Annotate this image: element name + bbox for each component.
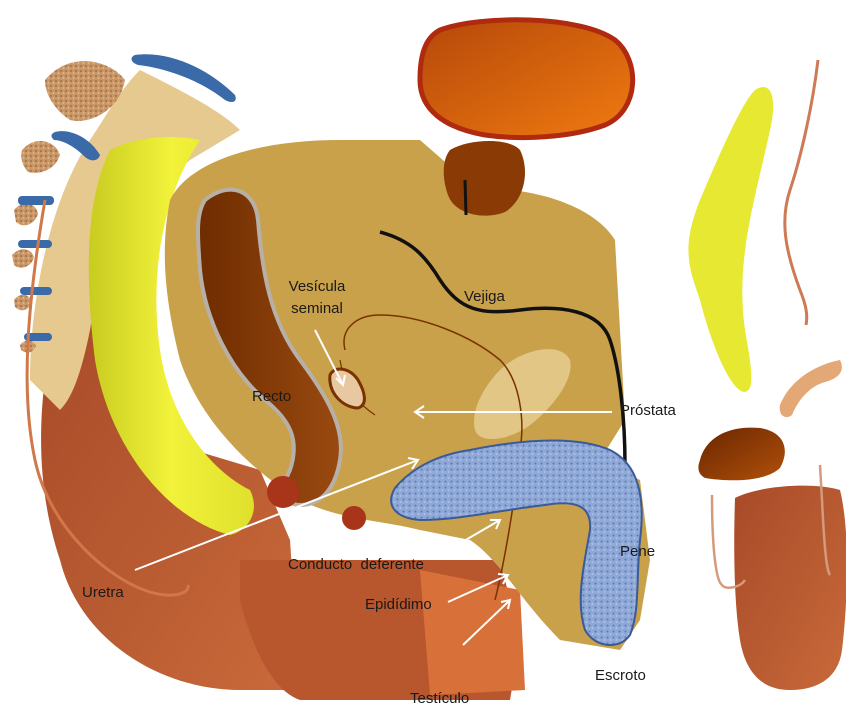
right-thin-line [785,60,818,325]
bladder-neck [444,141,525,216]
disc-5 [20,287,52,295]
bladder [420,20,633,138]
right-brown-gland [698,428,784,481]
gland-dot-1 [267,476,299,508]
vertebra-4 [12,249,34,267]
disc-4 [18,240,52,248]
right-small-crescent [780,360,842,417]
label-prostata: Próstata [620,402,676,420]
right-yellow-strip [688,87,773,392]
label-conducto-deferente: Conducto deferente [288,556,424,574]
urethra-top [465,180,466,215]
label-recto: Recto [252,388,291,406]
gland-dot-2 [342,506,366,530]
label-testiculo: Testículo [410,690,469,708]
label-uretra: Uretra [82,584,124,602]
label-vejiga: Vejiga [464,288,505,306]
label-epididimo: Epidídimo [365,596,432,614]
testicle-region [420,570,525,695]
label-vesicula-line1: Vesícula [272,278,362,296]
right-brown-mass [734,486,846,690]
label-escroto: Escroto [595,667,646,685]
vertebra-3 [14,204,38,226]
disc-3 [18,196,54,205]
label-vesicula-line2: seminal [272,300,362,318]
vertebra-2 [21,141,60,173]
label-pene: Pene [620,543,655,561]
